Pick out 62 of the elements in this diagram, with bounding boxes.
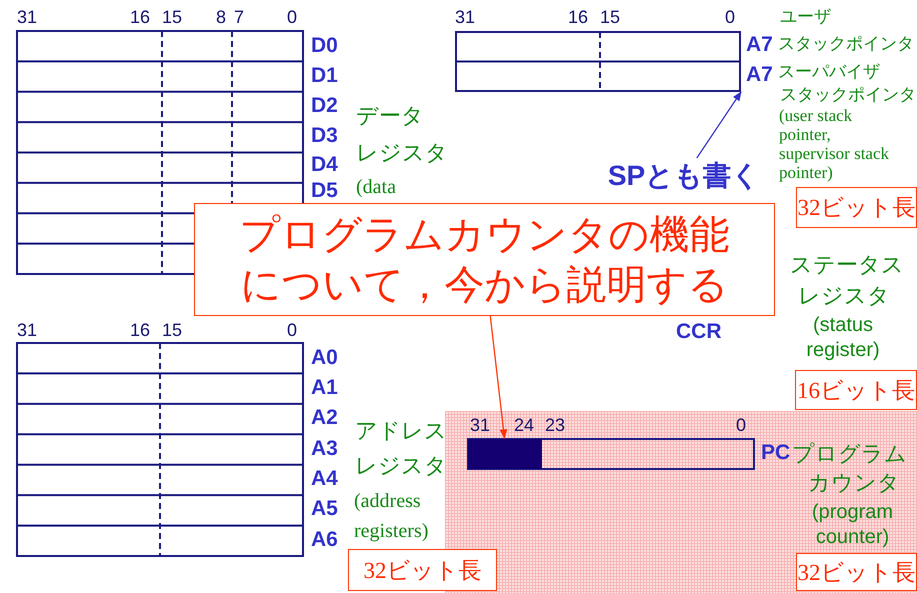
register-box [455, 31, 741, 92]
bit-number: 0 [725, 7, 736, 28]
register-description: ステータス [790, 252, 904, 278]
bit-length-box: 16ビット長 [795, 370, 917, 410]
register-name: D5 [311, 179, 338, 204]
bit-number: 16 [130, 320, 150, 341]
register-name: A6 [311, 528, 338, 552]
register-description: (status register) [805, 313, 881, 363]
register-name: PC [761, 441, 790, 466]
bit-number: 16 [130, 7, 150, 28]
bit-length-box: 32ビット長 [796, 553, 917, 591]
register-description: (data [356, 175, 396, 200]
bit-number: 15 [162, 320, 182, 341]
register-description: (user stack pointer, supervisor stack pointer) [779, 106, 890, 182]
register-name: A4 [311, 467, 338, 492]
register-description: ユーザ [780, 7, 831, 27]
bit-number: 0 [287, 320, 298, 341]
arrow [696, 91, 742, 158]
bit-number: 0 [736, 415, 746, 436]
bit-number: 31 [455, 7, 476, 28]
arrow [490, 316, 508, 439]
register-name: A7 [746, 33, 773, 58]
bit-length-box: 32ビット長 [796, 187, 917, 228]
note-text: SPとも書く [604, 158, 764, 194]
register-description: (program counter) [810, 500, 894, 550]
register-description: スタックポインタ [778, 34, 914, 54]
register-name: A2 [311, 406, 338, 430]
register-name: A7 [746, 63, 773, 88]
bit-number: 23 [545, 415, 566, 436]
register-description: アドレス [355, 418, 447, 444]
bit-number: 31 [17, 7, 38, 28]
bit-number: 7 [234, 7, 244, 28]
bit-number: 15 [162, 7, 182, 28]
bit-number: 0 [287, 7, 298, 28]
register-name: D2 [311, 94, 338, 118]
bit-number: 15 [600, 7, 620, 28]
register-name: D1 [311, 64, 338, 88]
bit-number: 24 [514, 415, 534, 436]
register-name: D0 [311, 34, 338, 58]
register-description: データ [356, 103, 424, 128]
bit-number: 31 [17, 320, 38, 341]
register-name: CCR [676, 320, 722, 344]
bit-number: 16 [568, 7, 588, 28]
register-description: レジスタ [798, 283, 890, 308]
register-description: プログラム [792, 441, 907, 466]
bit-number: 31 [470, 415, 490, 436]
register-description: スーパバイザ [778, 62, 880, 82]
register-description: レジスタ [355, 453, 447, 478]
register-name: A1 [311, 376, 338, 400]
register-description: (address registers) [354, 489, 430, 544]
register-description: カウンタ [808, 470, 900, 496]
register-description: レジスタ [356, 140, 448, 166]
register-name: A3 [311, 437, 338, 462]
register-bar [467, 438, 755, 470]
bit-number: 8 [216, 7, 226, 28]
register-description: スタックポインタ [780, 85, 916, 105]
register-name: A5 [311, 497, 338, 522]
callout-box: プログラムカウンタの機能について，今から説明する [194, 203, 775, 316]
register-name: D3 [311, 124, 338, 148]
register-name: D4 [311, 153, 338, 178]
register-name: A0 [311, 346, 338, 370]
bit-length-box: 32ビット長 [348, 549, 497, 591]
